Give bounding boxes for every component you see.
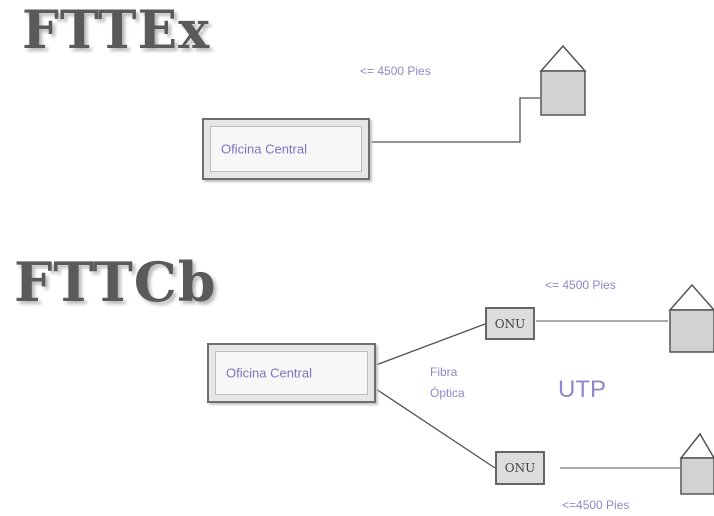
fttcb-onu-top-label: ONU bbox=[494, 316, 526, 331]
fttcb-fiber-label-line2: Óptica bbox=[430, 386, 465, 400]
fttcb-central-office: Oficina Central bbox=[207, 343, 376, 403]
fttcb-central-office-inner: Oficina Central bbox=[215, 351, 368, 395]
fttex-central-office-label: Oficina Central bbox=[221, 141, 307, 157]
fttex-distance-label: <= 4500 Pies bbox=[360, 64, 431, 78]
fttcb-distance-label-bottom: <=4500 Pies bbox=[562, 498, 630, 512]
fttcb-distance-label-top: <= 4500 Pies bbox=[545, 278, 616, 292]
fttex-copper-line bbox=[370, 97, 540, 143]
fttcb-fiber-line-top bbox=[375, 323, 486, 366]
fttcb-home-icon-bottom bbox=[679, 432, 714, 495]
fttcb-onu-bottom-label: ONU bbox=[504, 461, 536, 475]
fttex-title: FTTEx bbox=[22, 0, 211, 61]
fttex-home-icon bbox=[539, 44, 587, 116]
fttcb-fiber-line-bottom bbox=[375, 388, 496, 469]
fttcb-fiber-label-line1: Fibra bbox=[430, 365, 458, 379]
fttcb-title: FTTCb bbox=[14, 250, 217, 314]
fttcb-central-office-label: Oficina Central bbox=[226, 365, 312, 381]
fttex-central-office-inner: Oficina Central bbox=[210, 126, 362, 172]
fttex-central-office: Oficina Central bbox=[202, 118, 370, 180]
fttcb-utp-label: UTP bbox=[558, 376, 606, 403]
fttcb-onu-bottom: ONU bbox=[495, 451, 545, 485]
fttcb-home-icon-top bbox=[668, 283, 714, 353]
fttcb-onu-top: ONU bbox=[485, 307, 535, 340]
